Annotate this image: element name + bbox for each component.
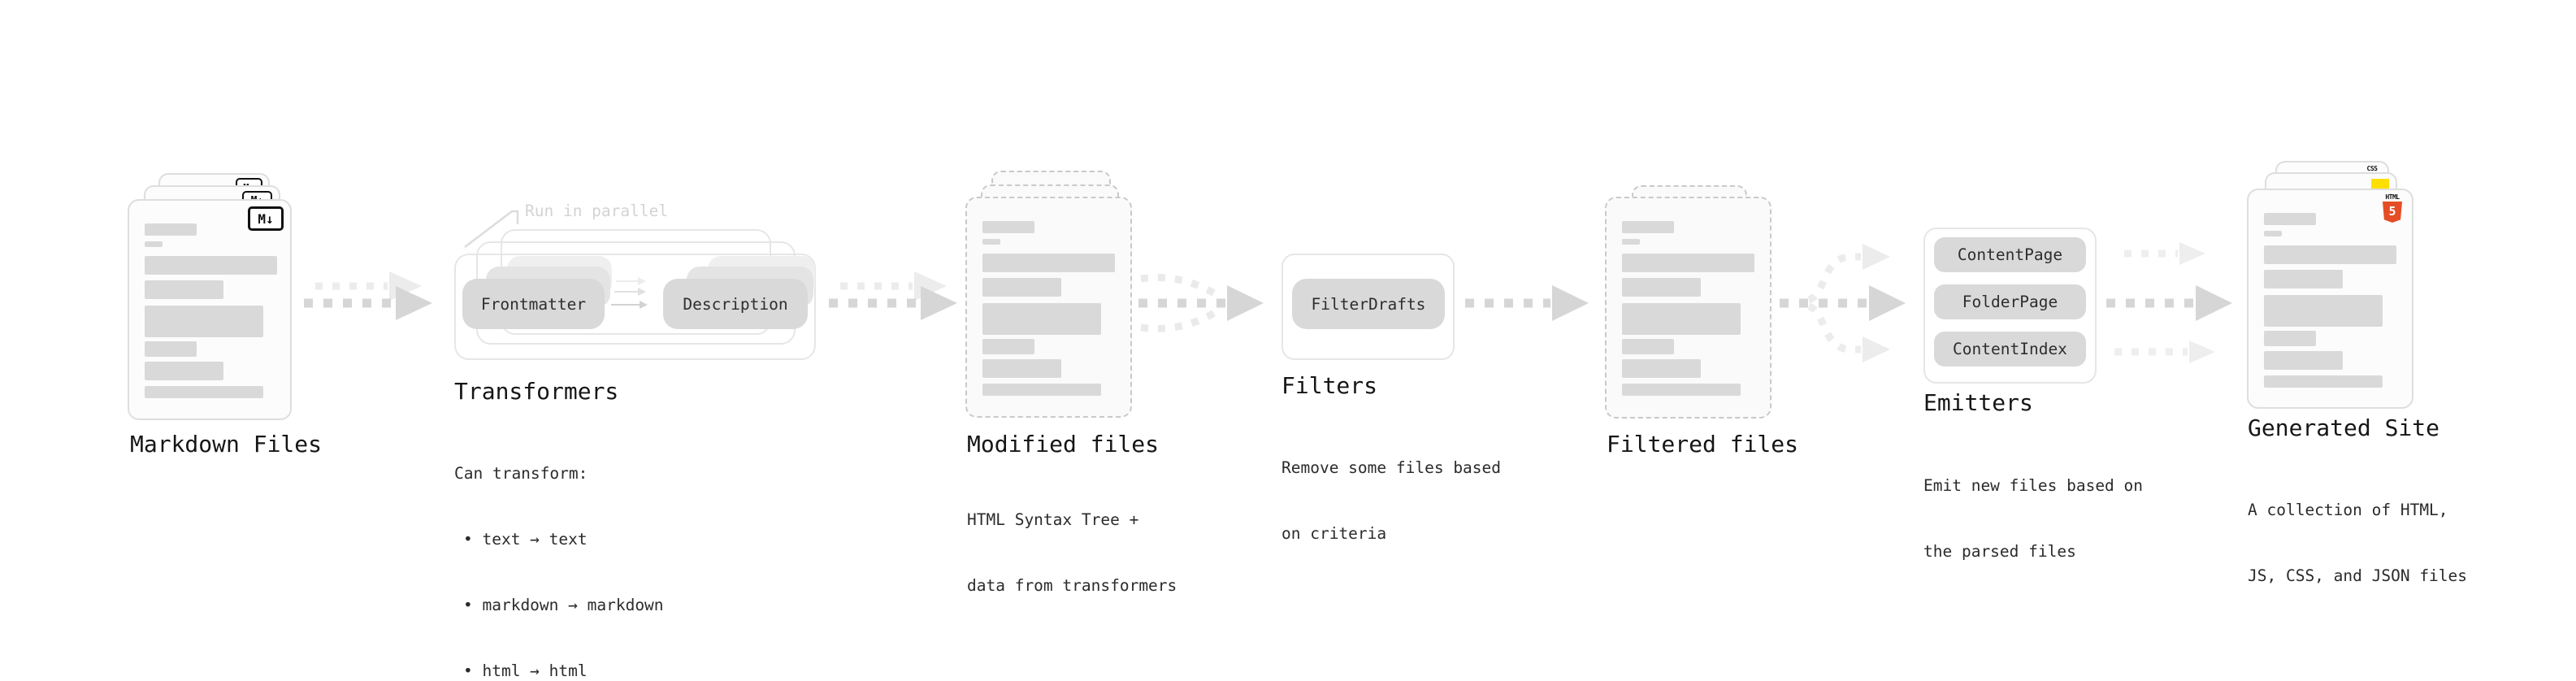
placeholder-line: [982, 339, 1034, 354]
desc-line: Remove some files based: [1281, 458, 1502, 477]
placeholder-line: [2264, 375, 2383, 388]
desc-bullet: • markdown → markdown: [463, 596, 664, 614]
modified-file-card: [965, 197, 1132, 418]
flow-arrow-emitters-to-generated: [2106, 242, 2232, 363]
desc-line: the parsed files: [1923, 542, 2076, 561]
stage-label-modified-files: Modified files: [967, 431, 1160, 458]
placeholder-line: [1622, 239, 1640, 245]
placeholder-line: [982, 303, 1101, 335]
emitter-pill-contentpage: ContentPage: [1934, 237, 2086, 272]
parallel-arrows-icon: [611, 277, 648, 309]
placeholder-line: [145, 306, 263, 337]
html5-icon: HTML 5: [2382, 193, 2403, 223]
stage-label-transformers: Transformers: [454, 378, 619, 405]
placeholder-line: [145, 386, 263, 398]
flow-arrow-filters-to-filtered: [1465, 285, 1589, 321]
placeholder-line: [1622, 384, 1741, 396]
markdown-file-card: M↓: [128, 199, 292, 420]
desc-bullet: • html → html: [463, 661, 588, 680]
placeholder-line: [2264, 331, 2316, 346]
emitters-description: Emit new files based on the parsed files: [1923, 431, 2143, 606]
generated-file-card: HTML 5: [2247, 189, 2413, 409]
placeholder-line: [145, 362, 223, 380]
placeholder-line: [145, 241, 163, 247]
desc-line: Emit new files based on: [1923, 476, 2144, 495]
desc-line: JS, CSS, and JSON files: [2248, 566, 2468, 585]
placeholder-line: [145, 223, 197, 236]
placeholder-line: [145, 280, 223, 299]
placeholder-line: [982, 254, 1115, 272]
placeholder-line: [2264, 213, 2316, 225]
transformer-pill-description: Description: [663, 279, 808, 329]
stage-label-emitters: Emitters: [1923, 389, 2033, 416]
placeholder-line: [982, 359, 1061, 378]
desc-line: on criteria: [1281, 524, 1387, 543]
callout-run-in-parallel: Run in parallel: [525, 202, 669, 220]
emitter-pill-folderpage: FolderPage: [1934, 284, 2086, 319]
desc-line: Can transform:: [454, 464, 588, 483]
placeholder-line: [145, 341, 197, 357]
emitter-pill-contentindex: ContentIndex: [1934, 332, 2086, 367]
placeholder-line: [1622, 221, 1674, 233]
filter-pill-filterdrafts: FilterDrafts: [1292, 279, 1445, 329]
flow-arrow-transformers-to-modified: [829, 271, 957, 320]
placeholder-line: [982, 278, 1061, 297]
javascript-icon: [2371, 179, 2389, 189]
modified-description: HTML Syntax Tree + data from transformer…: [967, 465, 1177, 640]
stage-label-markdown-files: Markdown Files: [130, 431, 323, 458]
stage-label-filtered-files: Filtered files: [1607, 431, 1799, 458]
desc-line: data from transformers: [967, 576, 1177, 595]
placeholder-line: [1622, 359, 1701, 378]
markdown-icon: M↓: [248, 206, 284, 231]
callout-leader-line: [464, 210, 519, 248]
desc-bullet: • text → text: [463, 530, 588, 549]
placeholder-line: [2264, 270, 2343, 288]
flow-arrow-filtered-to-emitters: [1780, 244, 1906, 362]
stage-label-filters: Filters: [1281, 372, 1378, 399]
transformer-card-front: [454, 254, 816, 360]
filters-description: Remove some files based on criteria: [1281, 413, 1501, 588]
placeholder-line: [2264, 231, 2282, 236]
placeholder-line: [982, 239, 1000, 245]
placeholder-line: [2264, 295, 2383, 327]
transformers-description: Can transform: • text → text • markdown …: [454, 419, 664, 681]
filtered-file-card: [1605, 197, 1772, 419]
placeholder-line: [1622, 254, 1754, 272]
placeholder-line: [982, 221, 1034, 233]
placeholder-line: [982, 384, 1101, 396]
flow-arrow-markdown-to-transformers: [304, 271, 432, 320]
placeholder-line: [145, 256, 277, 275]
flow-arrow-modified-to-filters: [1138, 274, 1264, 332]
placeholder-line: [2264, 351, 2343, 370]
placeholder-line: [1622, 278, 1701, 297]
placeholder-line: [1622, 339, 1674, 354]
desc-line: A collection of HTML,: [2248, 501, 2448, 519]
placeholder-line: [2264, 245, 2396, 264]
placeholder-line: [1622, 303, 1741, 335]
stage-label-generated-site: Generated Site: [2248, 414, 2440, 441]
transformer-pill-frontmatter: Frontmatter: [462, 279, 605, 329]
desc-line: HTML Syntax Tree +: [967, 510, 1139, 529]
generated-description: A collection of HTML, JS, CSS, and JSON …: [2248, 455, 2467, 631]
